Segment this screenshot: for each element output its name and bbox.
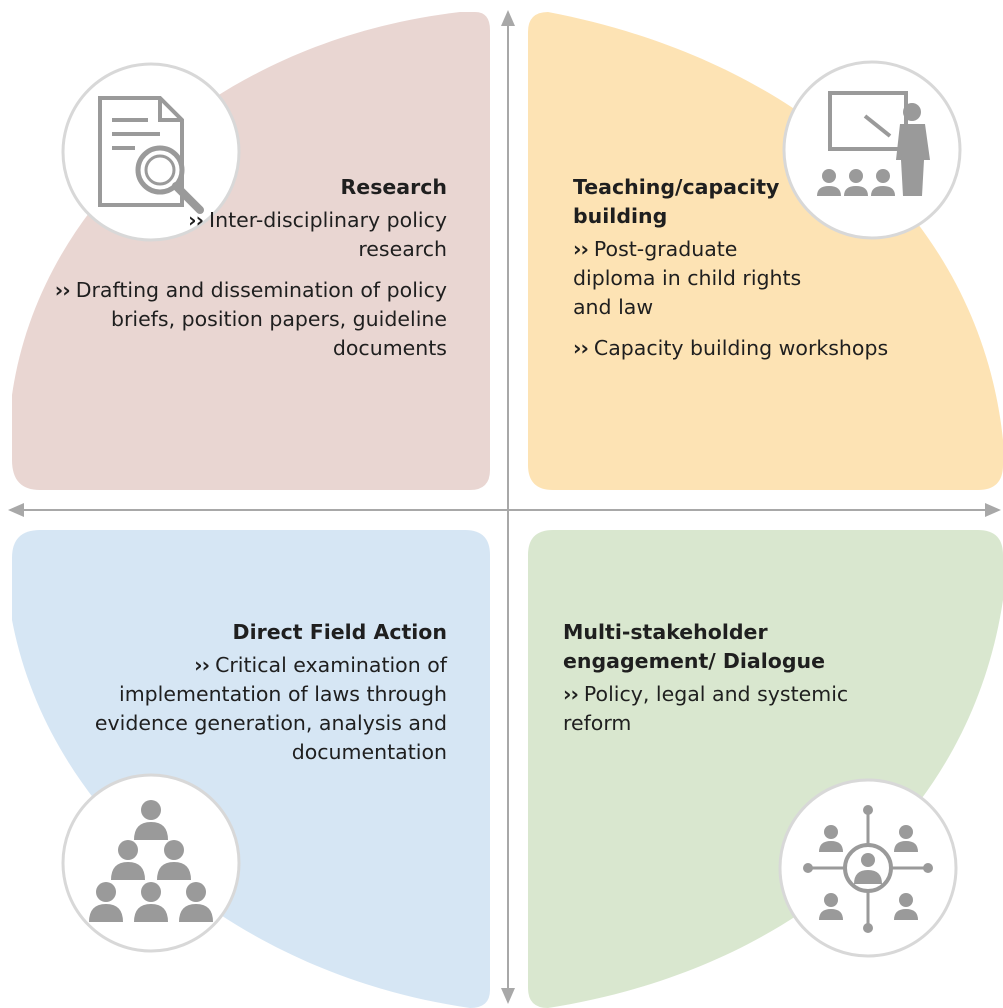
field-item-1-text: Critical examination of implementation o… [94,653,447,764]
research-text-block: Research ››Inter-disciplinary policy res… [40,173,447,375]
person-body [89,904,123,922]
research-item-1-text: Inter-disciplinary policy research [209,208,447,261]
research-item-2: ››Drafting and dissemination of policy b… [40,276,447,363]
engagement-item-1-text: Policy, legal and systemic reform [563,682,849,735]
engagement-item-1: ››Policy, legal and systemic reform [563,680,863,738]
teaching-text-block: Teaching/capacity building ››Post-gradua… [573,173,903,375]
arrow-left [8,503,24,517]
person-head [141,800,161,820]
field-text-block: Direct Field Action ››Critical examinati… [90,618,447,779]
people-pyramid-icon [89,800,213,922]
bullet-icon: ›› [54,278,71,302]
person-body [134,904,168,922]
research-item-1: ››Inter-disciplinary policy research [40,206,447,264]
teaching-item-1: ››Post-graduate diploma in child rights … [573,235,813,322]
field-title: Direct Field Action [232,620,447,644]
person-body [179,904,213,922]
person-head [141,882,161,902]
teaching-quadrant-shape [528,12,1003,490]
axis-arrowheads [8,10,1001,1004]
person-body [134,822,168,840]
research-title: Research [340,175,447,199]
arrow-right [985,503,1001,517]
teaching-item-2: ››Capacity building workshops [573,334,903,363]
person-head [164,840,184,860]
bullet-icon: ›› [188,208,204,232]
person-body [157,862,191,880]
research-item-2-text: Drafting and dissemination of policy bri… [75,278,447,360]
person-body [111,862,145,880]
research-quadrant-shape [12,12,490,490]
engagement-quadrant-shape [528,530,1003,1008]
teaching-item-2-text: Capacity building workshops [593,336,889,360]
bullet-icon: ›› [194,653,210,677]
person-head [96,882,116,902]
teacher-presentation-icon [817,91,930,196]
teaching-item-1-text: Post-graduate diploma in child rights an… [573,237,802,319]
axes [20,24,990,990]
teaching-title: Teaching/capacity building [573,175,780,228]
network-people-icon [803,805,933,933]
bullet-icon: ›› [573,237,589,261]
field-item-1: ››Critical examination of implementation… [90,651,447,767]
bullet-icon: ›› [573,336,589,360]
arrow-up [501,10,515,26]
person-head [186,882,206,902]
engagement-title: Multi-stakeholder engagement/ Dialogue [563,620,826,673]
field-quadrant-shape [12,530,490,1008]
bullet-icon: ›› [563,682,579,706]
arrow-down [501,988,515,1004]
person-head [118,840,138,860]
document-search-icon [98,96,204,214]
engagement-text-block: Multi-stakeholder engagement/ Dialogue ›… [563,618,923,750]
